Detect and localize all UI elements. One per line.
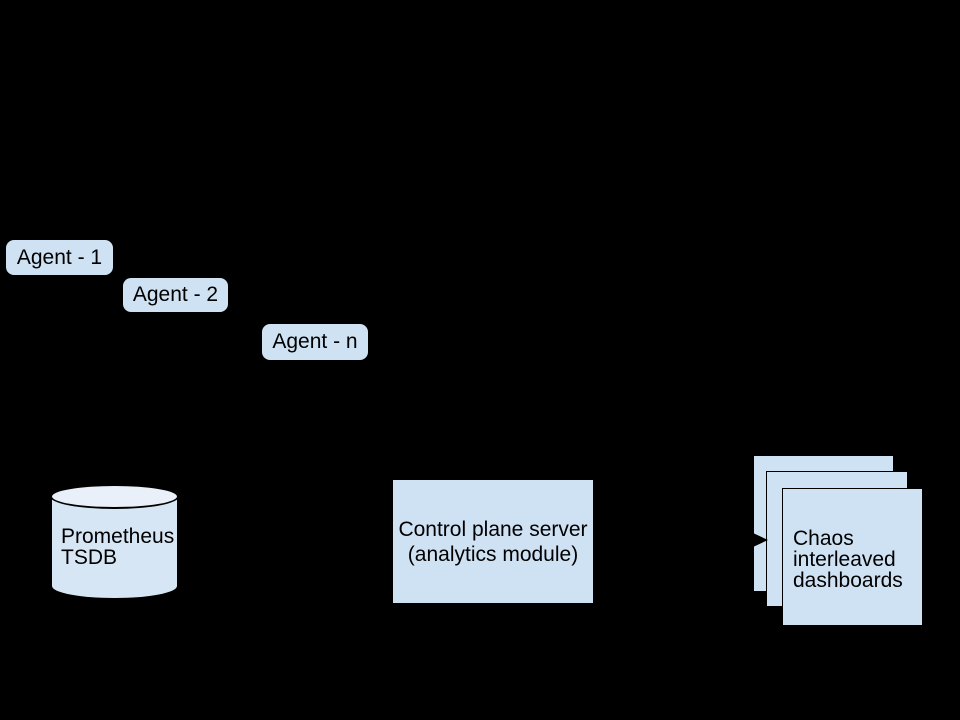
arrowhead-icon [753, 533, 768, 547]
agent-n-node: Agent - n [262, 324, 368, 360]
dashboards-label: Chaos interleaved dashboards [793, 527, 903, 592]
agent-2-node: Agent - 2 [123, 278, 228, 312]
agent-2-label: Agent - 2 [132, 283, 219, 306]
control-plane-server-node: Control plane server (analytics module) [393, 480, 593, 603]
cylinder-top-ellipse [50, 484, 179, 509]
agent-1-node: Agent - 1 [6, 240, 113, 275]
control-plane-server-label: Control plane server (analytics module) [398, 517, 588, 566]
dashboard-stack-front-square: Chaos interleaved dashboards [782, 488, 923, 626]
cylinder-body-shape [50, 496, 179, 600]
prometheus-tsdb-node: Prometheus TSDB [50, 484, 179, 600]
agent-1-label: Agent - 1 [16, 245, 103, 269]
agent-n-label: Agent - n [272, 330, 358, 353]
prometheus-tsdb-label: Prometheus TSDB [61, 525, 175, 569]
